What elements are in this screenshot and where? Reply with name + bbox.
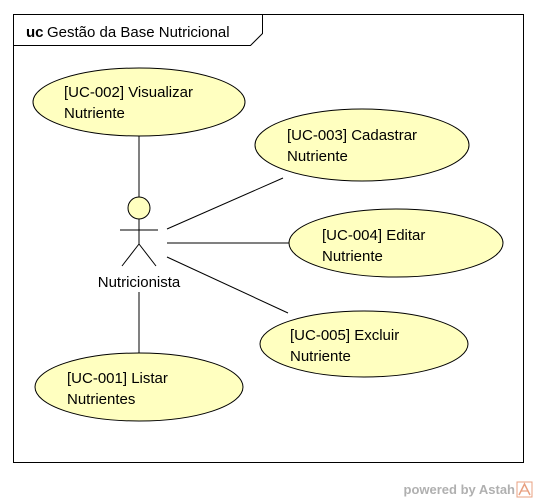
actor-nutricionista[interactable]: Nutricionista — [98, 196, 181, 291]
use-case-label-line1: [UC-003] Cadastrar — [287, 127, 417, 144]
use-case-ellipse — [32, 67, 246, 137]
actor-head — [127, 196, 151, 220]
association-uc-003 — [166, 177, 284, 230]
use-case-label-line1: [UC-005] Excluir — [290, 327, 399, 344]
frame-tab — [13, 14, 263, 46]
use-case-label-line1: [UC-002] Visualizar — [64, 84, 193, 101]
actor-right-leg — [138, 243, 157, 267]
use-case-label-line2: Nutrientes — [67, 391, 135, 408]
use-case-ellipse — [254, 108, 470, 182]
use-case-label-line2: Nutriente — [290, 348, 351, 365]
use-case-uc-001[interactable]: [UC-001] Listar Nutrientes — [34, 352, 244, 422]
use-case-label-line2: Nutriente — [64, 105, 125, 122]
astah-watermark: powered by Astah — [404, 481, 533, 498]
actor-left-leg — [121, 243, 140, 267]
use-case-ellipse — [259, 310, 469, 378]
use-case-uc-005[interactable]: [UC-005] Excluir Nutriente — [259, 310, 469, 378]
use-case-label-line2: Nutriente — [287, 148, 348, 165]
actor-label: Nutricionista — [98, 274, 181, 291]
use-case-ellipse — [34, 352, 244, 422]
use-case-ellipse — [288, 208, 504, 278]
use-case-label-line1: [UC-001] Listar — [67, 370, 168, 387]
use-case-uc-004[interactable]: [UC-004] Editar Nutriente — [288, 208, 504, 278]
frame-keyword: uc — [26, 24, 44, 41]
use-case-label-line1: [UC-004] Editar — [322, 227, 425, 244]
astah-logo-icon — [516, 481, 533, 498]
watermark-text: powered by Astah — [404, 482, 516, 497]
use-case-uc-002[interactable]: [UC-002] Visualizar Nutriente — [32, 67, 246, 137]
use-case-label-line2: Nutriente — [322, 248, 383, 265]
association-uc-005 — [166, 256, 289, 314]
frame-title: Gestão da Base Nutricional — [47, 24, 230, 41]
use-case-uc-003[interactable]: [UC-003] Cadastrar Nutriente — [254, 108, 470, 182]
